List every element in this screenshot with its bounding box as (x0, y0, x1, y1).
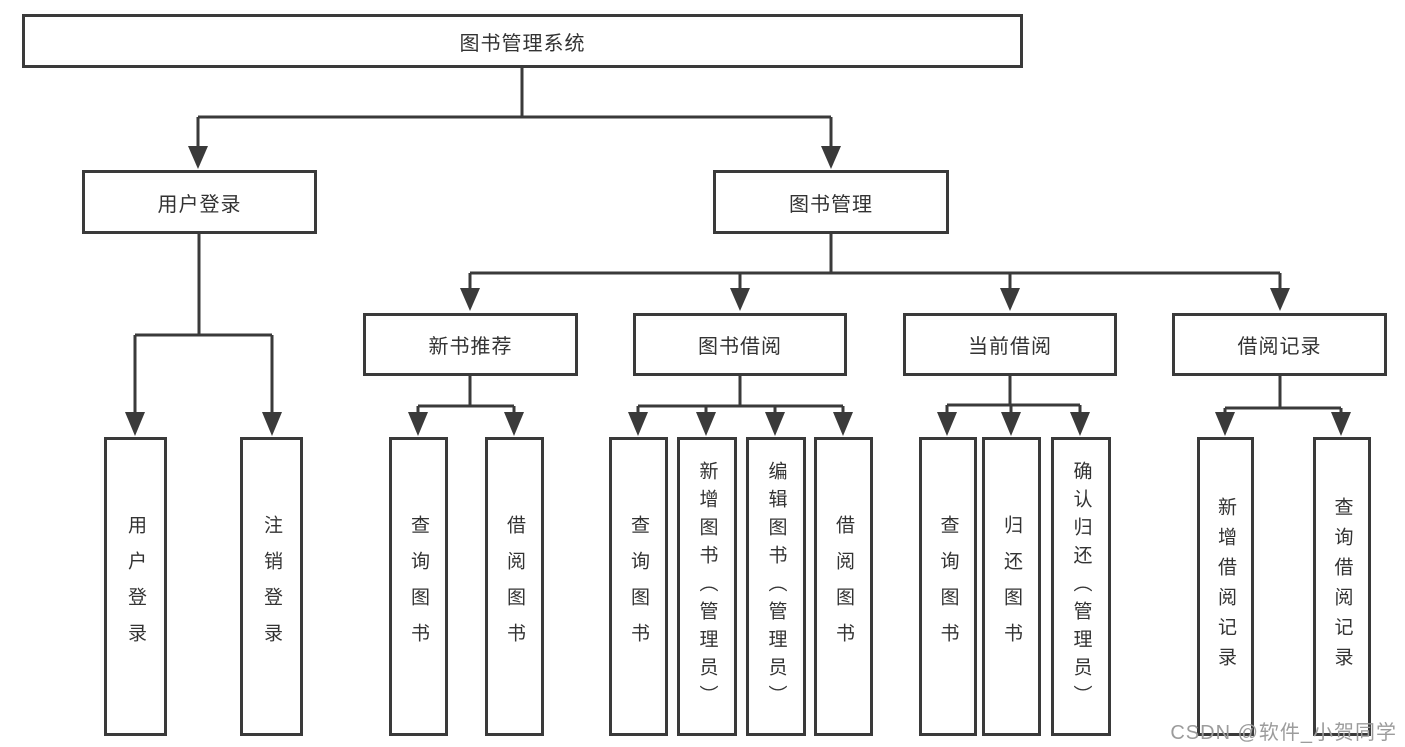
arrowhead-icon (1215, 412, 1235, 436)
arrowhead-icon (460, 288, 480, 311)
arrowhead-icon (833, 412, 853, 436)
node-label: 查询借阅记录 (1331, 496, 1353, 677)
node-label: 借阅图书 (833, 514, 854, 659)
node-label: 查询图书 (408, 514, 429, 659)
node-label: 用户登录 (125, 514, 146, 659)
leaf-borrow-books-borrow: 借阅图书 (814, 437, 873, 736)
node-borrow-records: 借阅记录 (1172, 313, 1387, 376)
arrowhead-icon (125, 412, 145, 436)
arrowhead-icon (504, 412, 524, 436)
arrowhead-icon (1070, 412, 1090, 436)
leaf-query-borrow-record: 查询借阅记录 (1313, 437, 1371, 736)
leaf-return-book: 归还图书 (982, 437, 1041, 736)
arrowhead-icon (1270, 288, 1290, 311)
arrowhead-icon (1331, 412, 1351, 436)
node-label: 注销登录 (261, 514, 282, 659)
node-label: 查询图书 (937, 514, 959, 659)
arrowhead-icon (696, 412, 716, 436)
leaf-user-login: 用户登录 (104, 437, 167, 736)
leaf-borrow-books-newbook: 借阅图书 (485, 437, 544, 736)
node-book-management: 图书管理 (713, 170, 949, 234)
arrowhead-icon (262, 412, 282, 436)
node-library-management-system: 图书管理系统 (22, 14, 1023, 68)
arrowhead-icon (1000, 288, 1020, 311)
node-label: 新增图书（管理员） (696, 460, 718, 713)
node-label: 借阅图书 (504, 514, 525, 659)
arrowhead-icon (188, 146, 208, 169)
arrowhead-icon (628, 412, 648, 436)
leaf-query-books-newbook: 查询图书 (389, 437, 448, 736)
leaf-query-books-current: 查询图书 (919, 437, 977, 736)
leaf-add-borrow-record: 新增借阅记录 (1197, 437, 1254, 736)
node-book-borrow: 图书借阅 (633, 313, 847, 376)
node-label: 确认归还（管理员） (1070, 460, 1092, 713)
arrowhead-icon (730, 288, 750, 311)
node-user-login: 用户登录 (82, 170, 317, 234)
node-current-borrow: 当前借阅 (903, 313, 1117, 376)
leaf-query-books-borrow: 查询图书 (609, 437, 668, 736)
leaf-logout: 注销登录 (240, 437, 303, 736)
csdn-watermark: CSDN @软件_小贺同学 (1170, 722, 1397, 744)
node-label: 编辑图书（管理员） (765, 460, 787, 713)
arrowhead-icon (408, 412, 428, 436)
arrowhead-icon (765, 412, 785, 436)
node-label: 图书借阅 (698, 336, 782, 358)
leaf-confirm-return-admin: 确认归还（管理员） (1051, 437, 1111, 736)
node-label: 图书管理系统 (459, 32, 586, 55)
node-label: 归还图书 (1001, 514, 1022, 659)
node-label: 新书推荐 (428, 336, 513, 358)
node-label: 图书管理 (789, 193, 873, 216)
leaf-add-book-admin: 新增图书（管理员） (677, 437, 737, 736)
arrowhead-icon (937, 412, 957, 436)
node-label: 借阅记录 (1237, 336, 1322, 358)
node-label: 查询图书 (628, 514, 649, 659)
arrowhead-icon (1001, 412, 1021, 436)
leaf-edit-book-admin: 编辑图书（管理员） (746, 437, 806, 736)
node-label: 新增借阅记录 (1215, 496, 1236, 677)
arrowhead-icon (821, 146, 841, 169)
node-label: 当前借阅 (968, 336, 1052, 358)
node-new-book-recommend: 新书推荐 (363, 313, 578, 376)
node-label: 用户登录 (157, 193, 242, 216)
